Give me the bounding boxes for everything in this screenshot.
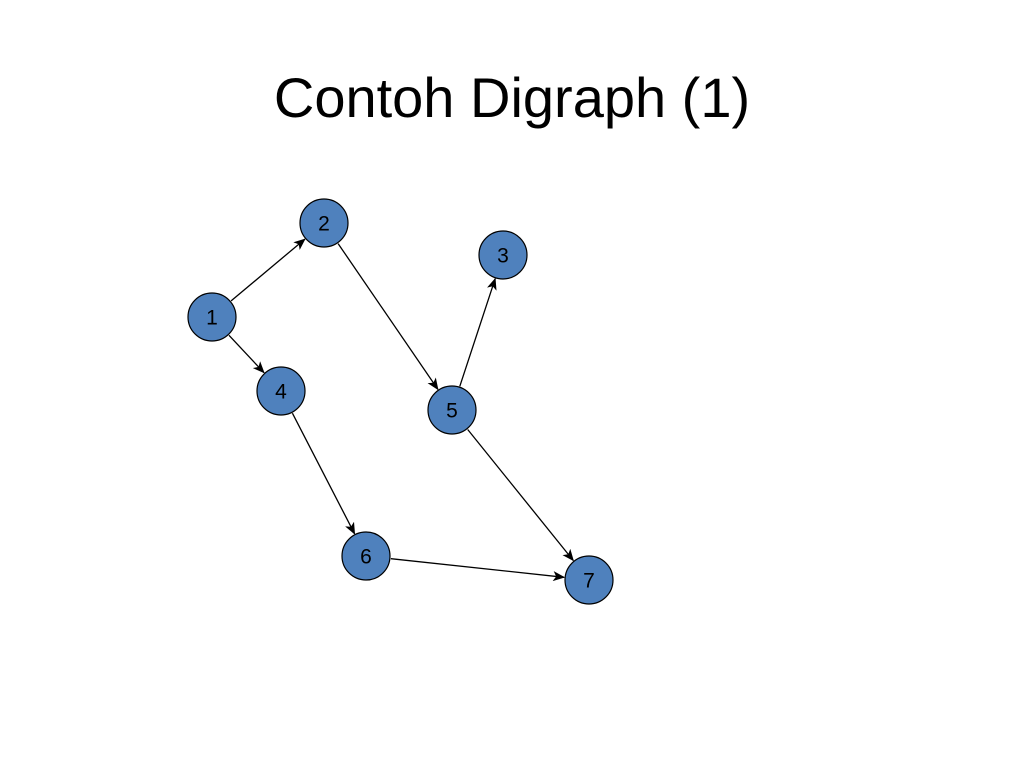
node-3: 3 [478, 230, 528, 280]
node-label-4: 4 [275, 381, 287, 404]
node-7: 7 [564, 555, 614, 605]
node-label-3: 3 [497, 245, 509, 268]
node-circle-5 [427, 385, 477, 435]
nodes-layer: 1 2 3 4 5 6 7 [187, 198, 614, 605]
node-label-2: 2 [318, 213, 330, 236]
node-circle-2 [299, 198, 349, 248]
node-label-5: 5 [446, 400, 458, 423]
node-label-1: 1 [206, 307, 218, 330]
node-1: 1 [187, 292, 237, 342]
edge-5-to-3 [459, 277, 497, 387]
node-label-6: 6 [360, 546, 372, 569]
node-circle-6 [341, 531, 391, 581]
node-2: 2 [299, 198, 349, 248]
edge-2-to-5 [337, 243, 439, 391]
node-4: 4 [256, 366, 306, 416]
node-circle-3 [478, 230, 528, 280]
node-label-7: 7 [583, 570, 595, 593]
edge-6-to-7 [390, 558, 566, 582]
node-circle-1 [187, 292, 237, 342]
node-circle-4 [256, 366, 306, 416]
edge-1-to-2 [230, 238, 306, 302]
edge-5-to-7 [467, 429, 574, 562]
edges-layer [228, 238, 574, 582]
node-6: 6 [341, 531, 391, 581]
node-5: 5 [427, 385, 477, 435]
slide-title: Contoh Digraph (1) [273, 66, 751, 129]
edge-1-to-4 [228, 334, 265, 374]
node-circle-7 [564, 555, 614, 605]
edge-4-to-6 [291, 412, 356, 535]
